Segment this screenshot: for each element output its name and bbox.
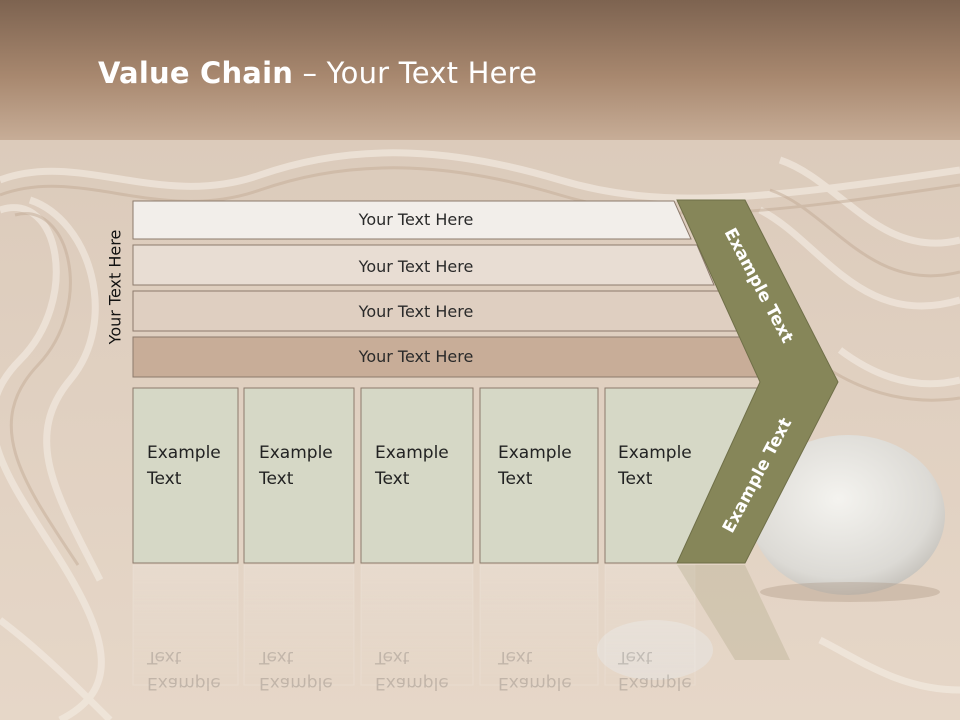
primary-box-2-line1: Example <box>259 443 333 463</box>
svg-text:Text: Text <box>617 647 653 667</box>
svg-text:Example: Example <box>147 673 221 693</box>
primary-box-1-line1: Example <box>147 443 221 463</box>
primary-box-2-line2: Text <box>258 469 294 489</box>
primary-box-5-line2: Text <box>617 469 653 489</box>
svg-text:Example: Example <box>375 673 449 693</box>
svg-text:Example: Example <box>259 673 333 693</box>
slide-title: Value Chain – Your Text Here <box>98 56 537 90</box>
primary-box-3-line1: Example <box>375 443 449 463</box>
primary-box-3 <box>360 387 474 564</box>
primary-box-5-line1: Example <box>618 443 692 463</box>
primary-box-2 <box>243 387 355 564</box>
diagram-reflection <box>132 564 790 686</box>
title-bold: Value Chain <box>98 56 294 90</box>
primary-box-1-line2: Text <box>146 469 182 489</box>
support-row-4-label: Your Text Here <box>358 347 474 366</box>
margin-chevron <box>676 199 839 564</box>
primary-box-4-line1: Example <box>498 443 572 463</box>
primary-box-4-line2: Text <box>497 469 533 489</box>
title-rest: – Your Text Here <box>293 56 538 90</box>
primary-box-1 <box>132 387 239 564</box>
primary-box-4 <box>479 387 599 564</box>
support-row-2-label: Your Text Here <box>358 257 474 276</box>
svg-text:Text: Text <box>258 647 294 667</box>
svg-text:Text: Text <box>374 647 410 667</box>
svg-text:Example: Example <box>498 673 572 693</box>
support-row-1 <box>132 200 692 240</box>
reflection-text: Example Text Example Text Example Text E… <box>146 647 692 693</box>
support-row-1-label: Your Text Here <box>358 210 474 229</box>
svg-text:Example: Example <box>618 673 692 693</box>
svg-text:Text: Text <box>146 647 182 667</box>
primary-box-3-line2: Text <box>374 469 410 489</box>
support-row-2 <box>132 244 715 286</box>
svg-text:Text: Text <box>497 647 533 667</box>
support-row-3-label: Your Text Here <box>358 302 474 321</box>
